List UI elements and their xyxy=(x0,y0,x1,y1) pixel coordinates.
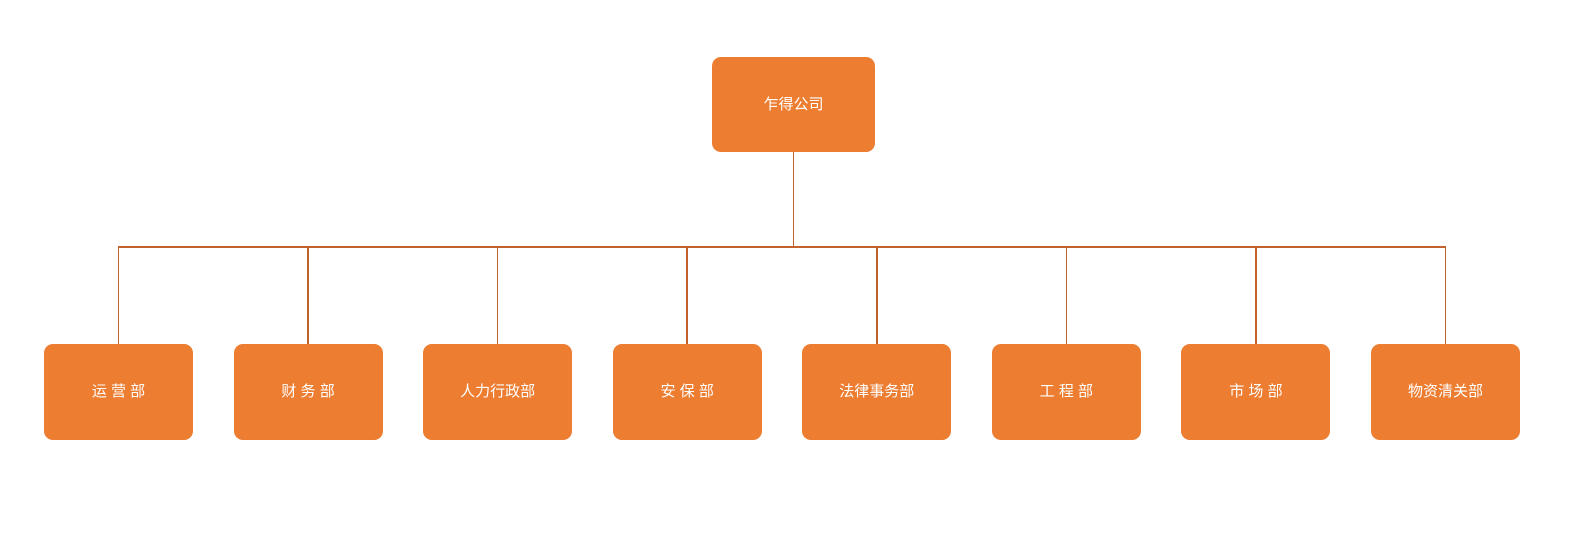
connector-root-drop xyxy=(792,152,794,248)
connector-child-drop xyxy=(1065,247,1068,344)
org-child-cell: 市 场 部 xyxy=(1181,247,1331,440)
org-node-department[interactable]: 安 保 部 xyxy=(612,344,762,440)
org-node-root[interactable]: 乍得公司 xyxy=(712,57,875,152)
org-node-department-label: 工 程 部 xyxy=(1039,383,1094,401)
org-node-department-label: 运 营 部 xyxy=(91,383,146,401)
org-child-cell: 工 程 部 xyxy=(991,247,1141,440)
org-node-department[interactable]: 物资清关部 xyxy=(1370,344,1520,440)
org-node-department[interactable]: 人力行政部 xyxy=(423,344,573,440)
org-node-department-label: 物资清关部 xyxy=(1407,383,1483,401)
org-node-department[interactable]: 市 场 部 xyxy=(1181,344,1331,440)
org-child-cell: 财 务 部 xyxy=(233,247,383,440)
org-child-cell: 法律事务部 xyxy=(802,247,952,440)
connector-horizontal-bus xyxy=(118,246,1446,248)
connector-child-drop xyxy=(496,247,499,344)
org-node-department[interactable]: 法律事务部 xyxy=(802,344,952,440)
org-child-cell: 运 营 部 xyxy=(44,247,193,440)
connector-child-drop xyxy=(876,247,878,344)
org-node-department[interactable]: 财 务 部 xyxy=(233,344,383,440)
connector-child-drop xyxy=(1444,247,1447,344)
org-node-department[interactable]: 工 程 部 xyxy=(991,344,1141,440)
connector-child-drop xyxy=(686,247,688,344)
connector-child-drop xyxy=(1255,247,1257,344)
org-child-cell: 人力行政部 xyxy=(423,247,573,440)
org-node-department-label: 市 场 部 xyxy=(1229,383,1283,401)
org-child-cell: 安 保 部 xyxy=(612,247,762,440)
org-child-cell: 物资清关部 xyxy=(1370,247,1520,440)
org-node-root-label: 乍得公司 xyxy=(763,95,824,113)
org-node-department-label: 人力行政部 xyxy=(460,383,536,401)
org-node-department-label: 安 保 部 xyxy=(660,383,714,401)
org-node-department[interactable]: 运 营 部 xyxy=(44,344,193,440)
connector-child-drop xyxy=(307,247,309,344)
org-node-department-label: 财 务 部 xyxy=(281,383,335,401)
org-node-department-label: 法律事务部 xyxy=(839,383,915,401)
connector-child-drop xyxy=(117,247,120,344)
